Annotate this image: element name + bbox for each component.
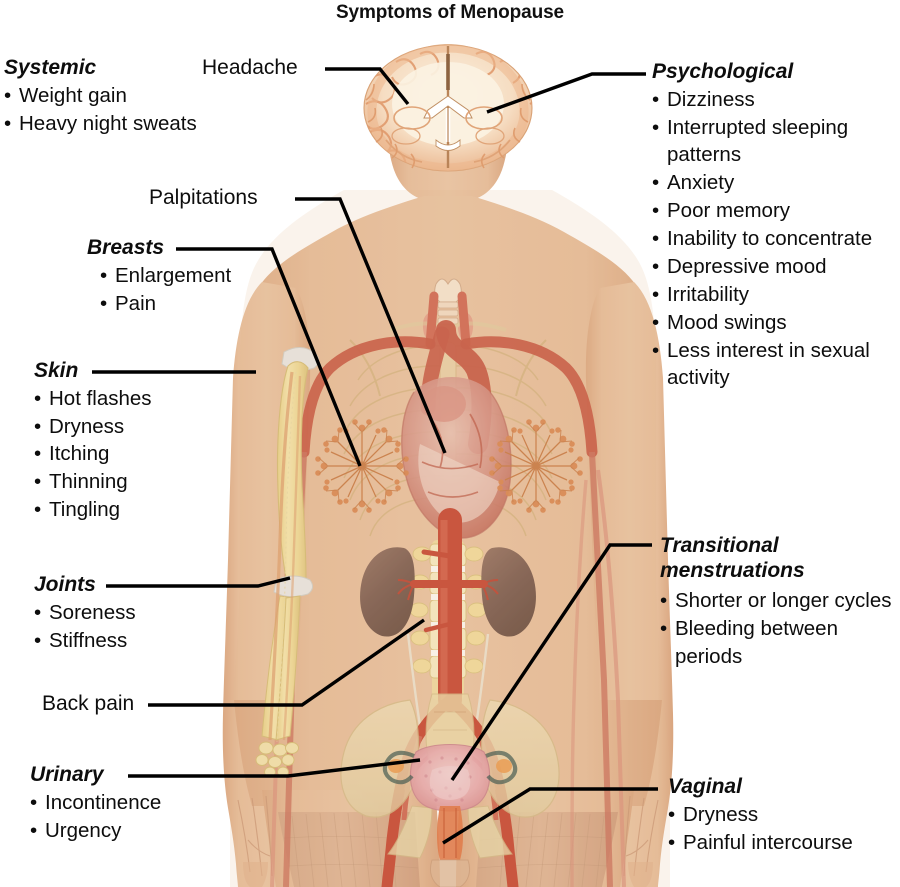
- label-group-systemic: Systemic Weight gain Heavy night sweats: [4, 56, 197, 138]
- list-item: Dryness: [668, 801, 900, 829]
- label-heading-back-pain: Back pain: [42, 692, 135, 715]
- list-item: Mood swings: [652, 309, 900, 337]
- list-item: Shorter or longer cycles: [660, 587, 900, 615]
- label-heading-joints: Joints: [34, 573, 96, 596]
- label-list-vaginal: Dryness Painful intercourse: [668, 801, 900, 857]
- label-group-transitional: Transitional menstruations Shorter or lo…: [660, 533, 900, 671]
- list-item: Depressive mood: [652, 253, 900, 281]
- list-item: Irritability: [652, 281, 900, 309]
- list-item: Urgency: [30, 817, 161, 845]
- label-list-urinary: Incontinence Urgency: [30, 789, 161, 845]
- label-list-psychological: Dizziness Interrupted sleeping patterns …: [652, 86, 900, 393]
- mammary-gland-right: [489, 419, 583, 513]
- label-heading-transitional: Transitional menstruations: [660, 534, 805, 583]
- brain-coronal-section: [363, 44, 533, 172]
- label-heading-skin: Skin: [34, 359, 79, 382]
- label-group-vaginal: Vaginal Dryness Painful intercourse: [668, 775, 900, 857]
- page-title: Symptoms of Menopause: [335, 2, 565, 23]
- list-item: Interrupted sleeping patterns: [652, 114, 900, 170]
- list-item: Itching: [34, 440, 152, 468]
- list-item: Incontinence: [30, 789, 161, 817]
- label-heading-vaginal: Vaginal: [668, 775, 742, 798]
- label-list-joints: Soreness Stiffness: [34, 599, 136, 655]
- list-item: Anxiety: [652, 169, 900, 197]
- label-group-joints: Joints Soreness Stiffness: [34, 573, 136, 655]
- list-item: Thinning: [34, 468, 152, 496]
- list-item: Dizziness: [652, 86, 900, 114]
- list-item: Heavy night sweats: [4, 110, 197, 138]
- label-heading-psychological: Psychological: [652, 60, 794, 83]
- list-item: Hot flashes: [34, 385, 152, 413]
- label-group-skin: Skin Hot flashes Dryness Itching Thinnin…: [34, 359, 152, 524]
- label-heading-systemic: Systemic: [4, 56, 97, 79]
- list-item: Less interest in sexual activity: [652, 337, 900, 393]
- label-group-psychological: Psychological Dizziness Interrupted slee…: [652, 60, 900, 393]
- label-heading-breasts: Breasts: [87, 236, 165, 259]
- list-item: Poor memory: [652, 197, 900, 225]
- label-heading-palpitations: Palpitations: [149, 186, 258, 209]
- list-item: Dryness: [34, 413, 152, 441]
- list-item: Weight gain: [4, 82, 197, 110]
- label-list-skin: Hot flashes Dryness Itching Thinning Tin…: [34, 385, 152, 524]
- list-item: Inability to concentrate: [652, 225, 900, 253]
- label-group-palpitations: Palpitations: [149, 186, 258, 210]
- label-list-transitional: Shorter or longer cycles Bleeding betwee…: [660, 587, 900, 671]
- list-item: Painful intercourse: [668, 829, 900, 857]
- list-item: Bleeding between periods: [660, 615, 900, 671]
- label-list-breasts: Enlargement Pain: [100, 262, 231, 318]
- label-group-urinary: Urinary Incontinence Urgency: [30, 763, 161, 845]
- label-heading-urinary: Urinary: [30, 763, 104, 786]
- list-item: Enlargement: [100, 262, 231, 290]
- label-heading-headache: Headache: [202, 56, 298, 79]
- label-group-breasts: Breasts Enlargement Pain: [87, 236, 231, 318]
- label-group-back-pain: Back pain: [42, 692, 135, 716]
- label-list-systemic: Weight gain Heavy night sweats: [4, 82, 197, 138]
- list-item: Stiffness: [34, 627, 136, 655]
- list-item: Pain: [100, 290, 231, 318]
- list-item: Tingling: [34, 496, 152, 524]
- label-group-headache: Headache: [202, 56, 298, 80]
- list-item: Soreness: [34, 599, 136, 627]
